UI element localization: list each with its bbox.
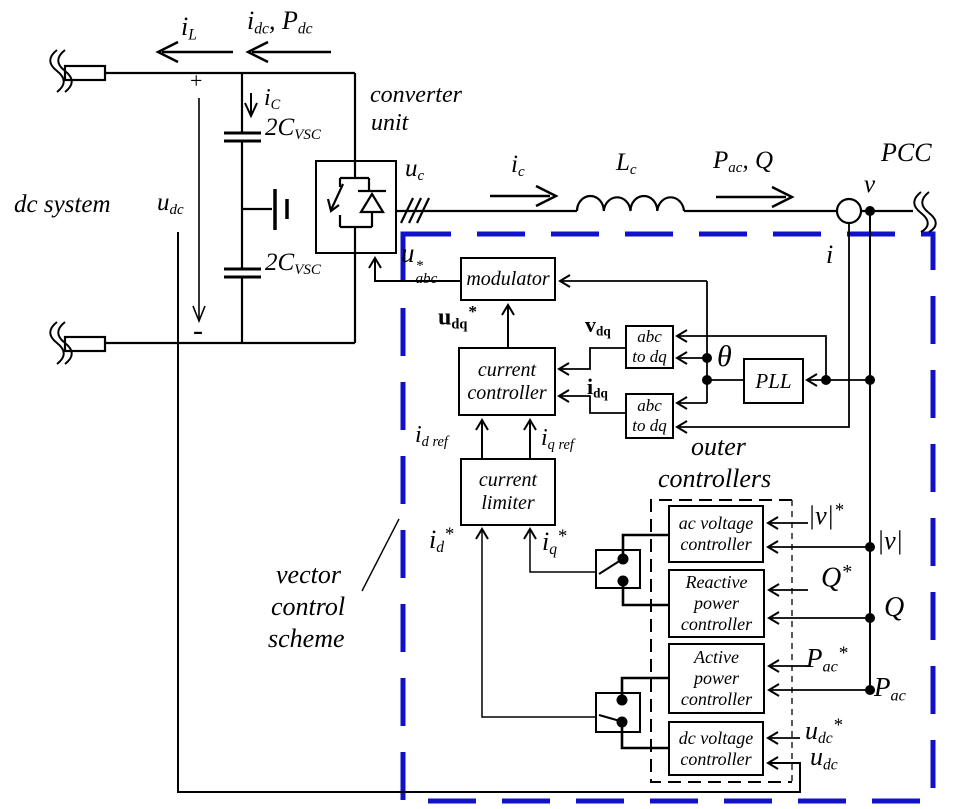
current-sensor-icon <box>835 197 863 225</box>
q-label: Q <box>884 592 905 623</box>
ac-line <box>396 191 937 233</box>
ac-voltage-controller-block: ac voltage controller <box>668 505 764 563</box>
scheme-label: scheme <box>268 624 345 653</box>
pcc-label: PCC <box>881 138 932 167</box>
current-controller-block: current controller <box>458 347 556 416</box>
udc-side-label: udc <box>157 189 184 219</box>
v-abs-ref-label: |v|* <box>808 500 845 530</box>
ic-capacitor-arrow <box>244 93 258 119</box>
iC-label: iC <box>264 85 281 114</box>
idq-label: idq <box>587 374 608 401</box>
vector-scheme-pointer-line <box>361 518 400 592</box>
ic-label: ic <box>511 151 525 181</box>
power-flow-arrows <box>155 40 795 209</box>
plus-sign: + <box>190 68 203 93</box>
iL-label: iL <box>181 12 197 44</box>
id-ref-label: id ref <box>415 422 448 451</box>
dc-voltage-controller-block: dc voltage controller <box>668 721 764 776</box>
ac-break-squiggle <box>913 191 929 233</box>
udq-ref-label: udq* <box>438 302 478 333</box>
three-phase-slash <box>408 197 422 224</box>
ac-break-squiggle <box>921 191 937 233</box>
converter-unit-label-2: unit <box>371 110 409 136</box>
udc-meas-label: udc <box>810 742 838 774</box>
inductor-icon <box>575 194 686 212</box>
idc-pdc-label: idc, Pdc <box>247 6 313 38</box>
dc-system-label: dc system <box>14 191 111 218</box>
selector-switch-d-box <box>595 692 641 733</box>
active-power-controller-block: Active power controller <box>668 643 765 714</box>
three-phase-slash <box>400 197 414 224</box>
modulator-label: modulator <box>466 267 550 290</box>
v-label: v <box>864 171 876 198</box>
uabc-ref-label: u*abc <box>401 238 438 288</box>
udc-measure-arrow <box>192 98 206 324</box>
cap-top-label: 2CVSC <box>265 114 321 144</box>
id-star-label: id* <box>429 524 455 557</box>
capacitor-plates <box>224 131 261 279</box>
uc-label: uc <box>405 155 425 185</box>
i-label: i <box>826 240 834 269</box>
selector-switch-q-box <box>595 549 641 589</box>
three-phase-slash <box>416 197 430 224</box>
pac-ref-label: Pac* <box>806 643 849 676</box>
reactive-power-controller-block: Reactive power controller <box>668 569 765 638</box>
iq-ref-label: iq ref <box>541 425 574 454</box>
current-limiter-block: current limiter <box>460 458 556 526</box>
iq-star-label: iq* <box>542 526 568 559</box>
pll-block: PLL <box>743 358 804 404</box>
q-ref-label: Q* <box>821 561 853 594</box>
modulator-block: modulator <box>460 257 556 301</box>
converter-unit-label-1: converter <box>370 82 462 108</box>
cap-bottom-label: 2CVSC <box>265 249 321 279</box>
outer-label: outer <box>691 432 746 461</box>
midpoint-ground-icon <box>242 189 289 230</box>
converter-unit-box <box>315 160 397 254</box>
Lc-label: Lc <box>616 149 637 179</box>
udc-ref-label: udc* <box>805 715 844 748</box>
controllers-label: controllers <box>658 464 772 493</box>
pac-q-label: Pac, Q <box>713 147 774 177</box>
vdq-label: vdq <box>585 312 611 339</box>
pac-label: Pac <box>874 672 906 705</box>
abc-to-dq-voltage-block: abc to dq <box>625 325 674 369</box>
vector-label: vector <box>276 560 341 589</box>
abc-to-dq-current-block: abc to dq <box>625 393 674 439</box>
control-label: control <box>271 592 346 621</box>
theta-label: θ <box>717 340 732 373</box>
minus-sign: - <box>193 314 203 347</box>
v-abs-label: |v| <box>877 526 903 555</box>
